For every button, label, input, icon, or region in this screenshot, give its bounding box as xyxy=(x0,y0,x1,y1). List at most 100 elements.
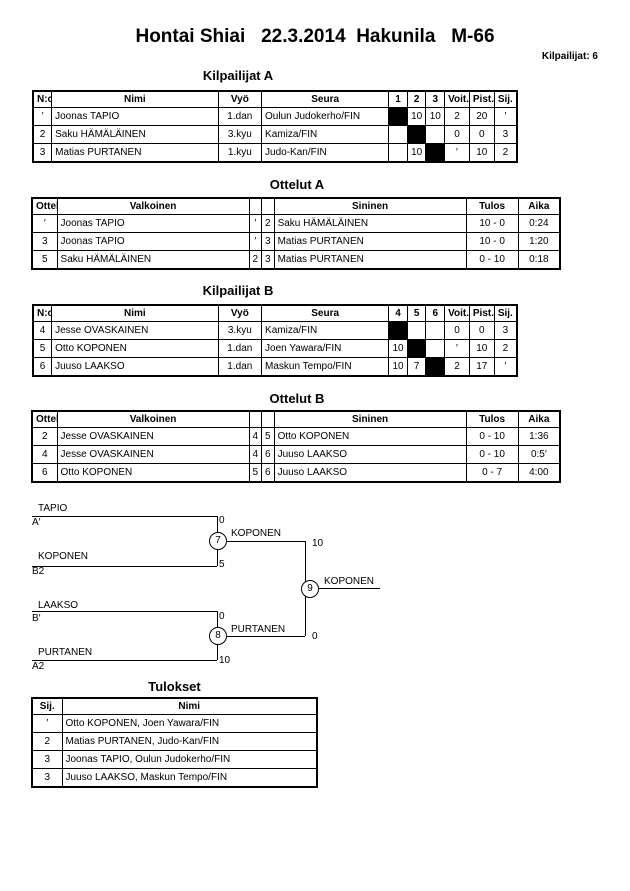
pool-b-table: N:o Nimi Vyö Seura 4 5 6 Voit. Pist. Sij… xyxy=(32,304,518,377)
col-header: Sij. xyxy=(493,304,518,322)
table-row: 5 Saku HÄMÄLÄINEN 2 3 Matias PURTANEN 0 … xyxy=(31,250,561,270)
bracket-line xyxy=(32,660,217,661)
cell-white-number: 5 xyxy=(248,463,263,483)
cell-club: Judo-Kan/FIN xyxy=(261,143,390,163)
cell-rank: 3 xyxy=(493,125,518,144)
cell-club: Kamiza/FIN xyxy=(261,321,390,340)
cell-score: 10 xyxy=(406,143,427,163)
cell-wins: ′ xyxy=(444,143,470,163)
cell-white-number: 2 xyxy=(248,250,263,270)
col-header: Aika xyxy=(517,197,561,215)
col-header: Vyö xyxy=(217,90,263,108)
cell-number: 3 xyxy=(32,143,53,163)
cell-blue-number: 2 xyxy=(261,214,275,233)
col-header: Nimi xyxy=(51,90,219,108)
cell-result: 0 - 7 xyxy=(465,463,519,483)
col-header: Vyö xyxy=(217,304,263,322)
cell-result: 10 - 0 xyxy=(465,232,519,251)
col-header: Voit. xyxy=(444,304,470,322)
cell-points: 20 xyxy=(468,107,495,126)
cell-time: 0:5′ xyxy=(517,445,561,464)
col-header: 5 xyxy=(406,304,427,322)
col-header: 1 xyxy=(388,90,408,108)
cell-points: 10 xyxy=(468,339,495,358)
cell-rank: 2 xyxy=(493,339,518,358)
cell-club: Oulun Judokerho/FIN xyxy=(261,107,390,126)
competitor-count: Kilpailijat: 6 xyxy=(541,51,598,62)
cell-blue-number: 5 xyxy=(261,427,275,446)
bracket-name: PURTANEN xyxy=(38,647,93,658)
cell-white-name: Joonas TAPIO xyxy=(56,214,250,233)
col-header: Pist. xyxy=(468,90,495,108)
table-row: 6 Juuso LAAKSO 1.dan Maskun Tempo/FIN 10… xyxy=(32,357,518,377)
cell-score xyxy=(406,125,427,144)
table-header-row: Ottelu Valkoinen Sininen Tulos Aika xyxy=(31,197,561,215)
cell-match-number: 3 xyxy=(31,232,58,251)
bracket-winner: KOPONEN xyxy=(324,576,375,587)
table-header-row: N:o Nimi Vyö Seura 4 5 6 Voit. Pist. Sij… xyxy=(32,304,518,322)
bracket-seed: A′ xyxy=(32,517,41,528)
table-header-row: Ottelu Valkoinen Sininen Tulos Aika xyxy=(31,410,561,428)
cell-score xyxy=(388,107,408,126)
cell-points: 0 xyxy=(468,125,495,144)
cell-blue-number: 3 xyxy=(261,232,275,251)
table-row: 3 Juuso LAAKSO, Maskun Tempo/FIN xyxy=(31,768,318,788)
table-row: 3 Matias PURTANEN 1.kyu Judo-Kan/FIN 10 … xyxy=(32,143,518,163)
cell-name: Joonas TAPIO, Oulun Judokerho/FIN xyxy=(61,750,318,769)
pool-a-heading: Kilpailijat A xyxy=(202,68,274,83)
cell-blue-number: 6 xyxy=(261,445,275,464)
cell-white-name: Otto KOPONEN xyxy=(56,463,250,483)
col-header: Ottelu xyxy=(31,197,58,215)
cell-name: Juuso LAAKSO xyxy=(51,357,219,377)
bracket-line xyxy=(305,588,380,589)
col-header: N:o xyxy=(32,90,53,108)
table-header-row: N:o Nimi Vyö Seura 1 2 3 Voit. Pist. Sij… xyxy=(32,90,518,108)
cell-score xyxy=(425,321,446,340)
cell-club: Maskun Tempo/FIN xyxy=(261,357,390,377)
col-header: Aika xyxy=(517,410,561,428)
cell-score: 10 xyxy=(388,339,408,358)
col-header: Seura xyxy=(261,90,390,108)
bracket-name: KOPONEN xyxy=(38,551,89,562)
col-header: Nimi xyxy=(51,304,219,322)
matches-b-table: Ottelu Valkoinen Sininen Tulos Aika 2 Je… xyxy=(31,410,561,483)
cell-score xyxy=(406,321,427,340)
cell-time: 0:18 xyxy=(517,250,561,270)
bracket-line xyxy=(32,566,217,567)
cell-blue-name: Matias PURTANEN xyxy=(273,232,467,251)
bracket-seed: A2 xyxy=(32,661,45,672)
bracket-match-8: 8 xyxy=(209,627,227,645)
cell-score: 7 xyxy=(406,357,427,377)
cell-time: 4:00 xyxy=(517,463,561,483)
bracket-score: 10 xyxy=(219,655,231,666)
col-header xyxy=(248,197,263,215)
cell-match-number: ′ xyxy=(31,214,58,233)
cell-score: 10 xyxy=(406,107,427,126)
cell-score xyxy=(425,339,446,358)
cell-white-number: ′ xyxy=(248,232,263,251)
cell-time: 0:24 xyxy=(517,214,561,233)
cell-rank: ′ xyxy=(31,714,63,733)
col-header xyxy=(248,410,263,428)
matches-b-heading: Ottelut B xyxy=(269,391,325,406)
col-header: Nimi xyxy=(61,697,318,715)
cell-blue-name: Juuso LAAKSO xyxy=(273,445,467,464)
table-row: 4 Jesse OVASKAINEN 3.kyu Kamiza/FIN 0 0 … xyxy=(32,321,518,340)
bracket-score: 0 xyxy=(312,631,318,642)
cell-wins: 0 xyxy=(444,321,470,340)
cell-name: Saku HÄMÄLÄINEN xyxy=(51,125,219,144)
pool-b-heading: Kilpailijat B xyxy=(202,283,274,298)
cell-score xyxy=(425,143,446,163)
cell-result: 0 - 10 xyxy=(465,427,519,446)
col-header: 4 xyxy=(388,304,408,322)
col-header: 2 xyxy=(406,90,427,108)
col-header: Tulos xyxy=(465,410,519,428)
table-row: 2 Saku HÄMÄLÄINEN 3.kyu Kamiza/FIN 0 0 3 xyxy=(32,125,518,144)
bracket-score: 5 xyxy=(219,559,225,570)
cell-points: 0 xyxy=(468,321,495,340)
cell-score xyxy=(388,321,408,340)
cell-name: Jesse OVASKAINEN xyxy=(51,321,219,340)
col-header: 6 xyxy=(425,304,446,322)
cell-rank: 2 xyxy=(31,732,63,751)
cell-belt: 1.dan xyxy=(217,339,263,358)
